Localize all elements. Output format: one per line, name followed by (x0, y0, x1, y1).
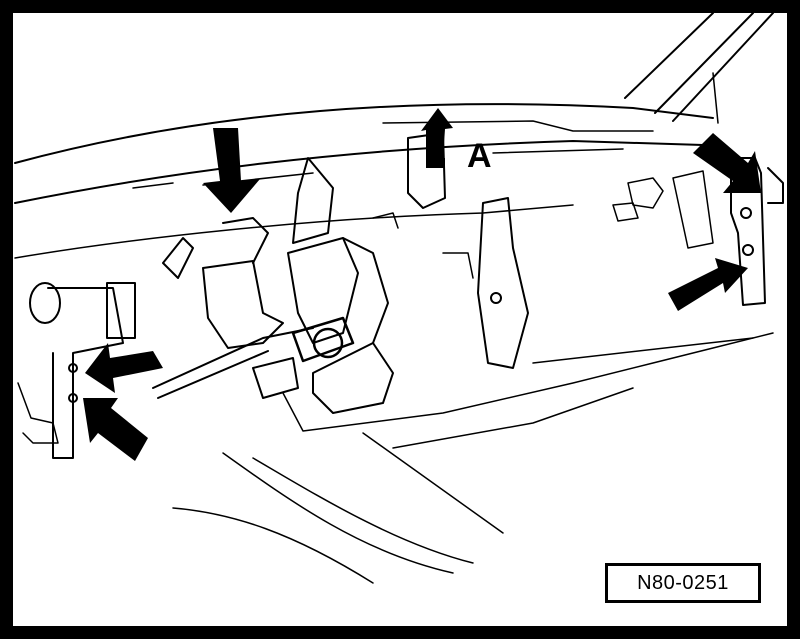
left-side-bracket (47, 287, 124, 459)
arrow-a-upward (421, 108, 453, 168)
left-knob (29, 282, 61, 324)
arrow-right (668, 258, 748, 311)
arrow-left-lower (83, 398, 148, 461)
floor-line-3 (172, 507, 374, 584)
center-bracket (477, 197, 529, 369)
dashboard-illustration (14, 13, 784, 584)
arrow-top-right (693, 133, 761, 193)
diagram-canvas: A N80-0251 (13, 13, 787, 626)
dashboard-mid-line (14, 204, 574, 259)
figure-reference-code: N80-0251 (605, 563, 761, 603)
a-pillar (624, 13, 774, 122)
dashboard-top-outline (14, 103, 714, 164)
ignition-cylinder (291, 316, 355, 363)
floor-line-1 (222, 452, 454, 574)
floor-line-2 (252, 457, 474, 564)
dashboard-upper-line (14, 140, 704, 204)
arrow-left-middle (85, 343, 163, 393)
steering-column-mount (202, 260, 284, 349)
callout-label-a: A (467, 137, 492, 175)
dashboard-lower-outline (282, 332, 774, 432)
arrow-top-left (203, 128, 260, 213)
